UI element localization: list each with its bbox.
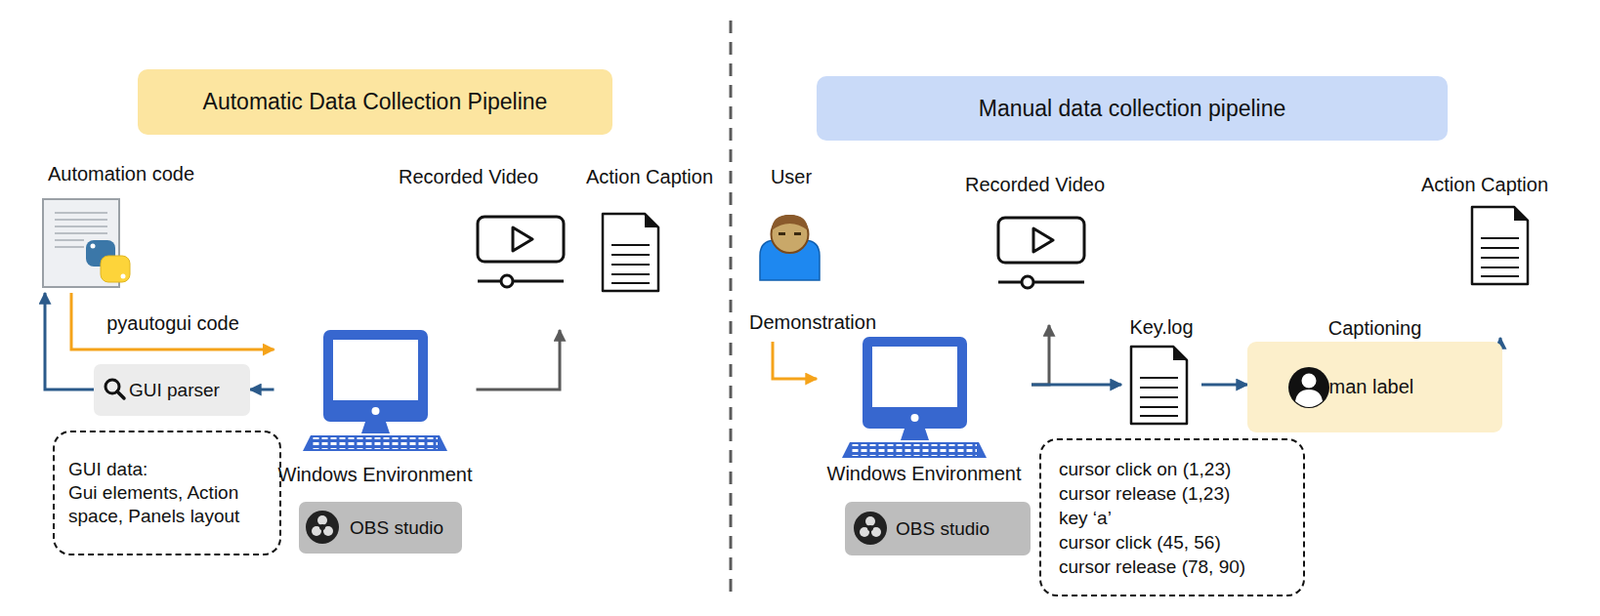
icon-node: Recorded Video	[961, 171, 1122, 326]
parser-box: GUI parser	[93, 364, 251, 417]
node-text: Windows Environment	[278, 462, 473, 488]
document-icon	[1472, 207, 1528, 285]
connector-arrow	[772, 341, 817, 379]
computer-node: Windows Environment	[816, 335, 1032, 487]
obs-box: OBS studio	[298, 502, 463, 554]
edge-label: pyautogui code	[103, 311, 243, 336]
node-text: Gui elements, Action space, Panels layou…	[68, 481, 266, 529]
label-fill: Human label	[1247, 341, 1503, 433]
connector-arrow	[44, 293, 94, 390]
gui-data-box: GUI data:Gui elements, Action space, Pan…	[52, 430, 282, 556]
node-text: Automatic Data Collection Pipeline	[203, 88, 548, 116]
node-text: cursor release (78, 90)	[1058, 554, 1246, 580]
node-text: Manual data collection pipeline	[978, 95, 1287, 123]
divider-line	[729, 20, 733, 597]
node-text: key ‘a’	[1058, 505, 1112, 531]
obs-box: OBS studio	[844, 502, 1031, 556]
user-icon	[759, 214, 820, 281]
node-text: Action Caption	[586, 164, 714, 190]
computer-node: Windows Environment	[274, 328, 477, 488]
title-band: Automatic Data Collection Pipeline	[137, 69, 613, 135]
node-text: OBS studio	[895, 518, 990, 541]
video-icon	[477, 216, 564, 288]
document-icon	[602, 213, 659, 292]
log-box: cursor click on (1,23)cursor release (1,…	[1039, 438, 1306, 597]
node-text: User	[770, 164, 812, 190]
node-text: Recorded Video	[965, 171, 1105, 198]
node-text: Recorded Video	[398, 164, 539, 190]
icon-node: Key.log	[1121, 314, 1202, 424]
node-text: Action Caption	[1421, 171, 1549, 198]
edge-label: Demonstration	[746, 310, 880, 335]
node-text: cursor release (1,23)	[1058, 481, 1230, 506]
node-text: cursor click on (1,23)	[1058, 457, 1231, 482]
title-band: Manual data collection pipeline	[816, 76, 1448, 141]
node-text: OBS studio	[349, 517, 444, 540]
connector-arrow	[1031, 383, 1122, 387]
document-icon	[1131, 346, 1187, 424]
icon-node: Recorded Video	[394, 164, 567, 331]
connector-arrow	[1031, 325, 1050, 385]
connector-arrow	[476, 330, 561, 390]
node-text: GUI parser	[128, 379, 220, 402]
icon-node: Automation code	[23, 161, 219, 294]
node-text: cursor click (45, 56)	[1058, 530, 1222, 555]
connector-arrow	[71, 293, 275, 350]
computer-icon	[842, 336, 987, 459]
computer-icon	[302, 330, 448, 452]
label-box: CaptioningHuman label	[1247, 314, 1503, 433]
icon-node: Action Caption	[576, 164, 723, 294]
video-icon	[998, 217, 1085, 289]
connector-arrow	[250, 388, 275, 392]
node-text: Windows Environment	[827, 461, 1022, 487]
node-text: Human label	[1304, 376, 1414, 399]
python-file-icon	[42, 199, 130, 288]
connector-arrow	[1201, 383, 1248, 387]
node-text: Key.log	[1129, 314, 1193, 340]
icon-node: Action Caption	[1410, 171, 1559, 338]
node-text: GUI data:	[68, 458, 148, 482]
node-text: Automation code	[47, 161, 195, 187]
heading-text: Captioning	[1247, 314, 1503, 342]
